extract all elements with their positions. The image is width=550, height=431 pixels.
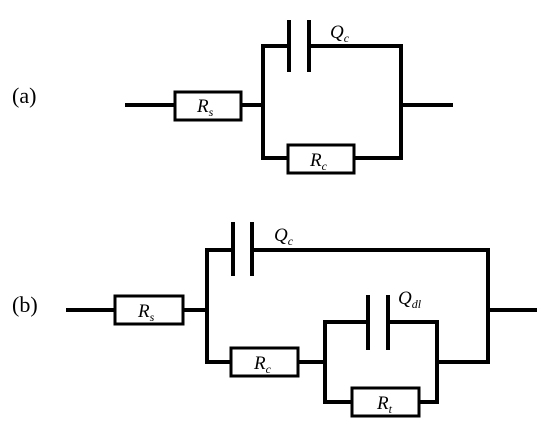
circuit-a: (a) Qc Rs Rc [12,20,453,175]
circuit-a-rs-resistor [173,90,243,122]
circuit-b-rc-label: Rc [253,353,272,376]
circuit-b-rs-resistor [113,294,185,326]
circuit-a-tag: (a) [12,83,36,108]
circuit-b-rt-resistor [350,386,421,418]
circuit-a-rs-label: Rs [196,96,214,119]
circuit-b: (b) Qc Qdl Rs Rc Rt [12,222,537,418]
circuit-b-tag: (b) [12,292,38,317]
circuit-b-rs-label: Rs [137,301,155,324]
circuit-b-qc-label: Qc [274,225,294,248]
circuit-a-rc-resistor [286,143,356,175]
circuit-b-rc-resistor [229,346,300,378]
circuit-a-qc-label: Qc [330,22,350,45]
circuit-b-rt-label: Rt [376,393,393,416]
circuit-b-qdl-label: Qdl [398,288,422,311]
circuit-a-rc-label: Rc [309,150,328,173]
